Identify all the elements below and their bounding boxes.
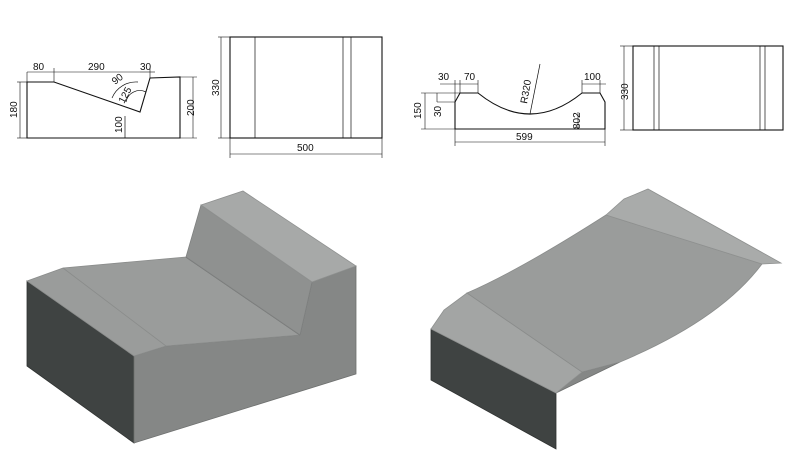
dim-30-right-side: 30 bbox=[433, 105, 444, 117]
dim-100-right: 100 bbox=[584, 72, 601, 83]
dim-70: 70 bbox=[464, 72, 476, 83]
dim-30-right-top: 30 bbox=[438, 72, 450, 83]
left-profile-drawing: 80 290 30 180 200 100 90 125 bbox=[9, 62, 197, 139]
dim-r320: R320 bbox=[519, 79, 534, 105]
dim-599: 599 bbox=[516, 132, 533, 143]
left-plan-drawing: 330 500 bbox=[211, 36, 383, 158]
dim-802: 802 bbox=[572, 112, 583, 129]
right-plan-drawing: 330 bbox=[620, 45, 784, 131]
dim-180: 180 bbox=[9, 101, 20, 118]
dim-500: 500 bbox=[297, 143, 314, 154]
right-3d-block bbox=[430, 188, 783, 450]
dim-150: 150 bbox=[413, 102, 424, 119]
left-3d-block bbox=[26, 190, 357, 444]
dim-100: 100 bbox=[114, 116, 125, 133]
dim-290: 290 bbox=[88, 62, 105, 73]
dim-330-right: 330 bbox=[620, 83, 631, 100]
dim-330-left: 330 bbox=[211, 79, 222, 96]
right-profile-drawing: 30 70 R320 100 150 30 802 bbox=[413, 63, 606, 146]
dim-30-left: 30 bbox=[140, 62, 152, 73]
dim-80: 80 bbox=[33, 62, 45, 73]
dim-200: 200 bbox=[186, 99, 197, 116]
